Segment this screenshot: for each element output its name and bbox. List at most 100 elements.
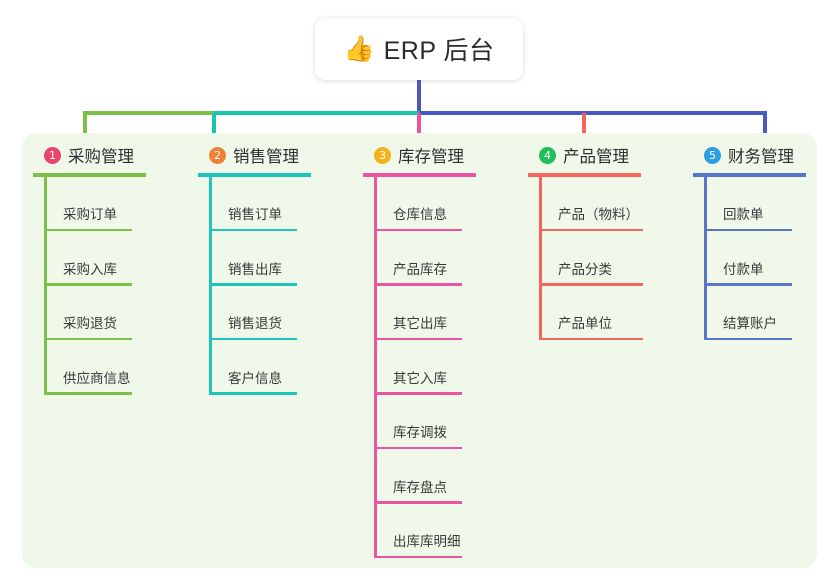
branch-number-badge: 1: [44, 146, 61, 164]
branch-inventory[interactable]: 3 库存管理仓库信息产品库存其它出库其它入库库存调拨库存盘点出库库明细: [363, 142, 476, 558]
leaf-item-underline: [704, 283, 792, 286]
leaf-item-underline: [704, 337, 792, 340]
leaf-item[interactable]: 销售订单: [209, 177, 311, 231]
drop-inventory: [417, 113, 421, 149]
leaf-item[interactable]: 付款单: [704, 231, 806, 286]
leaf-item-label: 采购入库: [63, 261, 117, 277]
leaf-item-underline: [44, 283, 132, 286]
leaf-item-underline: [374, 337, 462, 340]
branch-header-finance[interactable]: 5 财务管理: [693, 142, 806, 168]
leaf-item[interactable]: 客户信息: [209, 340, 311, 395]
branch-spine: [539, 176, 542, 340]
leaf-item[interactable]: 销售出库: [209, 231, 311, 286]
leaf-item[interactable]: 出库库明细: [374, 504, 476, 558]
branch-underline: [528, 173, 641, 177]
leaf-item-underline: [539, 283, 643, 286]
branch-number-badge: 3: [374, 146, 391, 164]
leaf-item-label: 出库库明细: [393, 534, 461, 549]
leaf-item[interactable]: 库存盘点: [374, 449, 476, 504]
branch-title: 产品管理: [563, 148, 629, 166]
leaf-item-label: 仓库信息: [393, 207, 447, 222]
branch-title: 库存管理: [398, 148, 464, 166]
branch-purchase[interactable]: 1 采购管理采购订单采购入库采购退货供应商信息: [33, 142, 146, 395]
branch-product[interactable]: 4 产品管理产品（物料） 产品分类产品单位: [528, 142, 643, 340]
leaf-item-underline: [704, 228, 792, 231]
leaf-item-label: 采购退货: [63, 316, 117, 331]
leaf-item-label: 销售订单: [228, 207, 282, 222]
branch-title: 财务管理: [728, 148, 794, 166]
leaf-item-underline: [374, 501, 462, 504]
leaf-item[interactable]: 产品分类: [539, 231, 643, 286]
leaf-item[interactable]: 供应商信息: [44, 340, 146, 395]
leaf-item-label: 供应商信息: [63, 370, 131, 386]
branch-spine: [374, 176, 377, 558]
branch-spine: [44, 176, 47, 395]
leaf-item-label: 客户信息: [228, 370, 282, 386]
branch-spine: [209, 176, 212, 395]
leaf-item[interactable]: 其它入库: [374, 340, 476, 395]
leaf-item-label: 产品分类: [558, 261, 612, 277]
leaf-item[interactable]: 结算账户: [704, 286, 806, 340]
leaf-item-underline: [539, 228, 643, 231]
branch-underline: [33, 173, 146, 177]
branch-finance[interactable]: 5 财务管理回款单付款单结算账户: [693, 142, 806, 340]
leaf-item-underline: [374, 446, 462, 449]
branch-number-badge: 2: [209, 146, 226, 164]
leaf-item-label: 采购订单: [63, 207, 117, 222]
leaf-item-label: 产品单位: [558, 316, 612, 331]
branch-underline: [693, 173, 806, 177]
leaf-item[interactable]: 仓库信息: [374, 177, 476, 231]
branch-header-sales[interactable]: 2 销售管理: [198, 142, 311, 168]
branch-header-purchase[interactable]: 1 采购管理: [33, 142, 146, 168]
branch-items-finance: 回款单付款单结算账户: [704, 176, 806, 340]
leaf-item[interactable]: 产品库存: [374, 231, 476, 286]
leaf-item-underline: [374, 283, 462, 286]
leaf-item-label: 库存盘点: [393, 479, 447, 495]
leaf-item[interactable]: 采购入库: [44, 231, 146, 286]
leaf-item-underline: [374, 228, 462, 231]
leaf-item-underline: [44, 337, 132, 340]
branch-number-badge: 4: [539, 146, 556, 164]
leaf-item-label: 付款单: [723, 261, 764, 277]
trunk-connector: [417, 80, 421, 113]
leaf-item[interactable]: 库存调拨: [374, 395, 476, 449]
leaf-item-label: 其它入库: [393, 370, 447, 386]
leaf-item-label: 产品库存: [393, 261, 447, 277]
thumbs-up-icon: 👍: [343, 34, 375, 63]
bus-teal: [214, 111, 420, 115]
bus-green: [83, 111, 214, 115]
leaf-item-label: 其它出库: [393, 316, 447, 331]
branch-items-product: 产品（物料） 产品分类产品单位: [539, 176, 643, 340]
leaf-item[interactable]: 销售退货: [209, 286, 311, 340]
bus-blue: [419, 111, 767, 115]
branch-header-product[interactable]: 4 产品管理: [528, 142, 641, 168]
diagram-panel: [22, 133, 817, 568]
leaf-item-label: 回款单: [723, 207, 764, 222]
leaf-item[interactable]: 产品单位: [539, 286, 643, 340]
leaf-item-underline: [209, 228, 297, 231]
drop-finance: [763, 113, 767, 149]
branch-title: 销售管理: [233, 148, 299, 166]
drop-sales: [212, 113, 216, 149]
leaf-item[interactable]: 产品（物料）: [539, 177, 643, 231]
leaf-item-underline: [44, 228, 132, 231]
branch-underline: [363, 173, 476, 177]
leaf-item[interactable]: 采购退货: [44, 286, 146, 340]
branch-header-inventory[interactable]: 3 库存管理: [363, 142, 476, 168]
branch-number-badge: 5: [704, 146, 721, 164]
root-node-card[interactable]: 👍 ERP 后台: [315, 18, 523, 80]
branch-items-inventory: 仓库信息产品库存其它出库其它入库库存调拨库存盘点出库库明细: [374, 176, 476, 558]
leaf-item[interactable]: 回款单: [704, 177, 806, 231]
root-node-title: ERP 后台: [383, 37, 495, 65]
leaf-item[interactable]: 采购订单: [44, 177, 146, 231]
leaf-item-label: 销售出库: [228, 261, 282, 277]
leaf-item-underline: [209, 283, 297, 286]
leaf-item-label: 销售退货: [228, 316, 282, 331]
branch-sales[interactable]: 2 销售管理销售订单销售出库销售退货客户信息: [198, 142, 311, 395]
leaf-item-underline: [374, 392, 462, 395]
leaf-item-label: 产品（物料）: [558, 207, 639, 222]
leaf-item-underline: [209, 392, 297, 395]
branch-title: 采购管理: [68, 148, 134, 166]
leaf-item-label: 库存调拨: [393, 425, 447, 440]
leaf-item[interactable]: 其它出库: [374, 286, 476, 340]
